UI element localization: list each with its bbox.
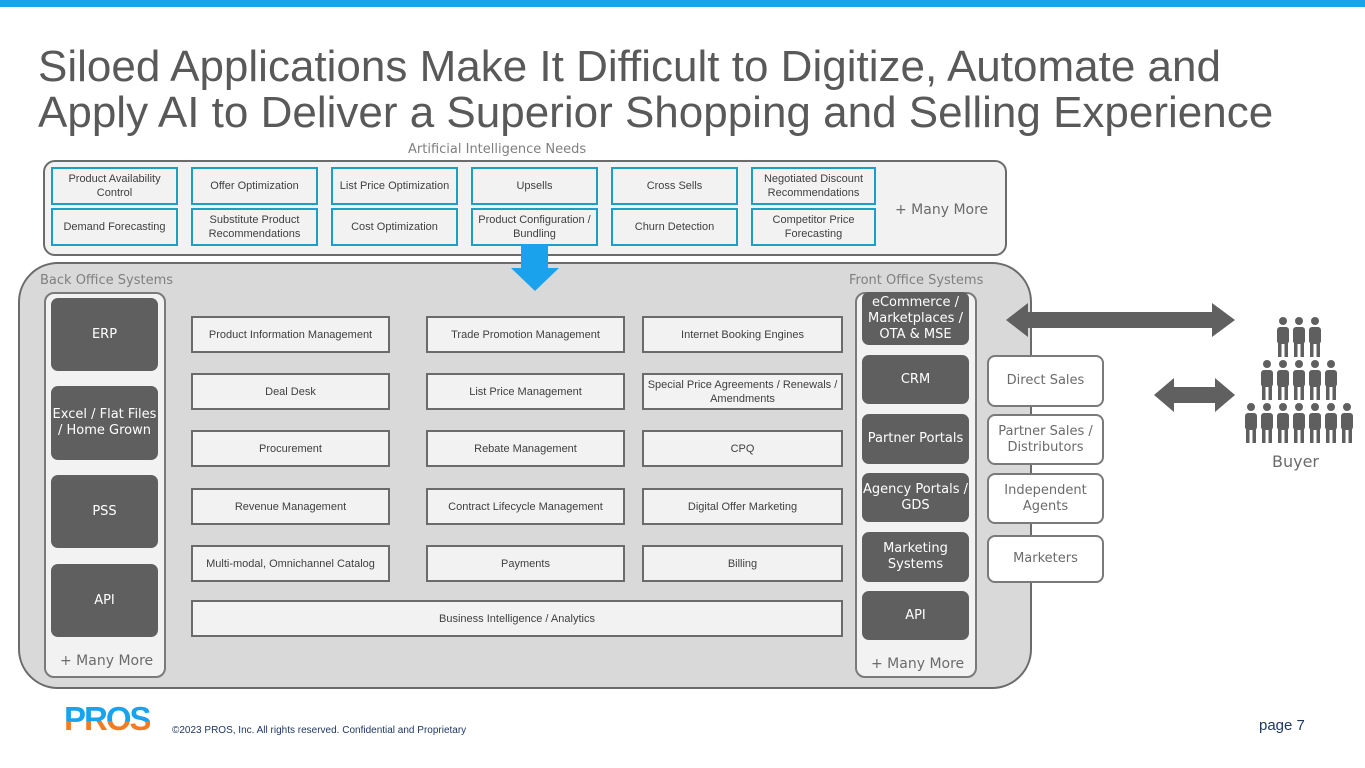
front-office-item: eCommerce / Marketplaces / OTA & MSE xyxy=(862,292,969,345)
front-office-item: Agency Portals / GDS xyxy=(862,473,969,522)
channel-box: Partner Sales / Distributors xyxy=(987,414,1104,465)
front-office-label: Front Office Systems xyxy=(849,273,984,288)
ai-item: Churn Detection xyxy=(611,208,738,246)
back-office-item: API xyxy=(51,564,158,637)
channel-box: Marketers xyxy=(987,535,1104,583)
buyer-label: Buyer xyxy=(1272,452,1320,471)
system-box: Contract Lifecycle Management xyxy=(426,488,625,525)
ai-item: Cost Optimization xyxy=(331,208,458,246)
page-number: page 7 xyxy=(1259,717,1305,734)
ai-needs-panel: Product Availability Control Offer Optim… xyxy=(43,160,1007,256)
down-arrow-icon xyxy=(511,244,559,291)
ai-item: Product Availability Control xyxy=(51,167,178,205)
bi-analytics-box: Business Intelligence / Analytics xyxy=(191,600,843,637)
ai-item: Offer Optimization xyxy=(191,167,318,205)
back-office-item: Excel / Flat Files / Home Grown xyxy=(51,386,158,460)
ai-item: Negotiated Discount Recommendations xyxy=(751,167,876,205)
slide-title: Siloed Applications Make It Difficult to… xyxy=(38,42,1274,137)
ai-item: Cross Sells xyxy=(611,167,738,205)
ai-item: Demand Forecasting xyxy=(51,208,178,246)
front-office-item: CRM xyxy=(862,355,969,404)
back-office-more: + Many More xyxy=(60,653,154,669)
front-office-item: Partner Portals xyxy=(862,414,969,464)
back-office-item: ERP xyxy=(51,298,158,371)
ai-more-label: + Many More xyxy=(895,202,989,218)
system-box: Trade Promotion Management xyxy=(426,316,625,353)
system-box: Internet Booking Engines xyxy=(642,316,843,353)
channel-box: Independent Agents xyxy=(987,473,1104,524)
ai-item: Product Configuration / Bundling xyxy=(471,208,598,246)
system-box: Rebate Management xyxy=(426,430,625,467)
front-office-more: + Many More xyxy=(871,656,965,672)
double-arrow-icon xyxy=(1154,378,1235,412)
ai-item: Upsells xyxy=(471,167,598,205)
system-box: List Price Management xyxy=(426,373,625,410)
ai-item: Competitor Price Forecasting xyxy=(751,208,876,246)
system-box: Revenue Management xyxy=(191,488,390,525)
ai-item: Substitute Product Recommendations xyxy=(191,208,318,246)
front-office-item: Marketing Systems xyxy=(862,532,969,582)
system-box: Procurement xyxy=(191,430,390,467)
copyright-text: ©2023 PROS, Inc. All rights reserved. Co… xyxy=(172,725,467,736)
pros-logo: PROS xyxy=(64,700,152,737)
back-office-label: Back Office Systems xyxy=(40,273,174,288)
system-box: Billing xyxy=(642,545,843,582)
front-office-column: eCommerce / Marketplaces / OTA & MSE CRM… xyxy=(855,292,977,678)
ai-needs-label: Artificial Intelligence Needs xyxy=(408,142,587,157)
system-box: CPQ xyxy=(642,430,843,467)
system-box: Digital Offer Marketing xyxy=(642,488,843,525)
system-box: Product Information Management xyxy=(191,316,390,353)
double-arrow-icon xyxy=(1006,303,1235,337)
system-box: Deal Desk xyxy=(191,373,390,410)
back-office-item: PSS xyxy=(51,475,158,548)
system-box: Multi-modal, Omnichannel Catalog xyxy=(191,545,390,582)
channel-box: Direct Sales xyxy=(987,355,1104,407)
ai-item: List Price Optimization xyxy=(331,167,458,205)
back-office-column: ERP Excel / Flat Files / Home Grown PSS … xyxy=(44,292,166,678)
system-box: Special Price Agreements / Renewals / Am… xyxy=(642,373,843,410)
buyer-group-icon xyxy=(1245,317,1353,443)
front-office-item: API xyxy=(862,591,969,640)
top-accent-bar xyxy=(0,0,1365,7)
system-box: Payments xyxy=(426,545,625,582)
